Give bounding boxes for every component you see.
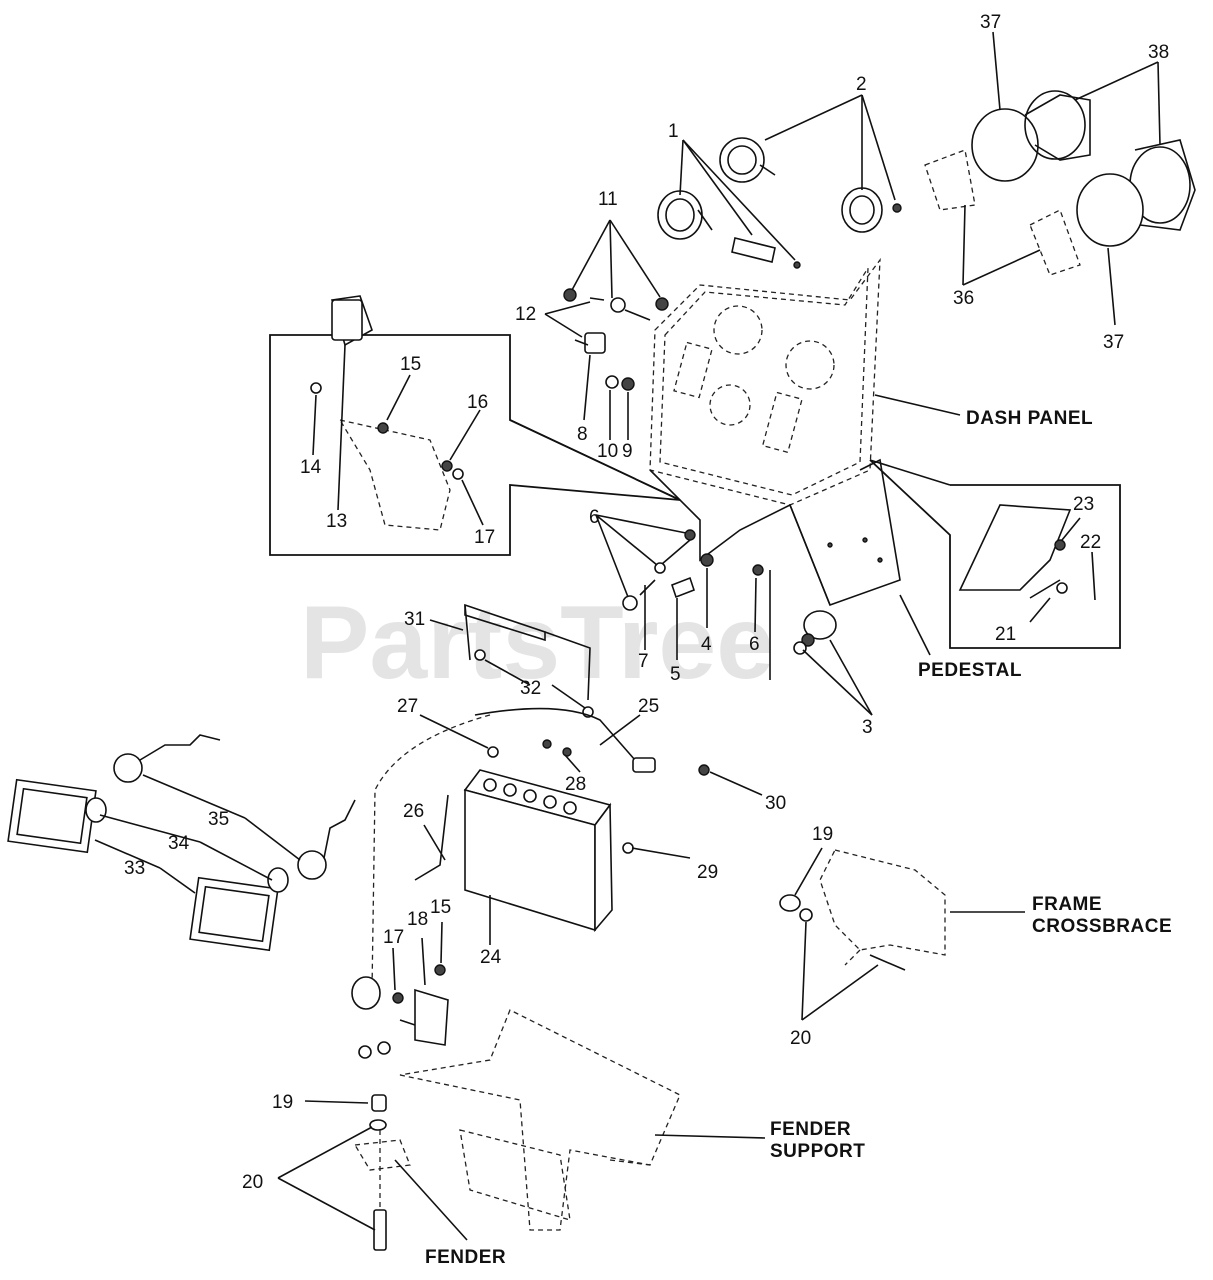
part-22: 22	[1080, 532, 1101, 553]
part-14: 14	[300, 457, 322, 478]
part-33: 33	[124, 858, 145, 879]
part-15-inset: 15	[400, 354, 421, 375]
part-20-lower: 20	[242, 1172, 263, 1193]
part-2: 2	[856, 74, 867, 95]
switch-parts	[563, 288, 669, 391]
battery	[463, 769, 613, 933]
part-27: 27	[397, 696, 418, 717]
frame-crossbrace	[779, 849, 946, 971]
part-18: 18	[407, 909, 428, 930]
part-6-bottom: 6	[749, 634, 760, 655]
label-frame: FRAME	[1032, 894, 1102, 915]
part-6-top: 6	[589, 507, 600, 528]
light-switch-3	[769, 570, 837, 680]
part-13: 13	[326, 511, 347, 532]
part-17-lower: 17	[383, 927, 404, 948]
part-37-bottom: 37	[1103, 332, 1124, 353]
gauge-2-left	[719, 137, 776, 183]
cables	[371, 707, 710, 991]
part-3: 3	[862, 717, 873, 738]
inset-right	[869, 459, 1121, 649]
gauge-bracket	[731, 237, 801, 269]
part-20-right: 20	[790, 1028, 811, 1049]
part-29: 29	[697, 862, 718, 883]
battery-hold-down	[464, 603, 594, 718]
solenoid	[351, 964, 449, 1059]
headlights	[7, 734, 356, 952]
part-9: 9	[622, 441, 633, 462]
part-15-lower: 15	[430, 897, 451, 918]
part-5: 5	[670, 664, 681, 685]
inset-left	[269, 295, 681, 556]
part-31: 31	[404, 609, 425, 630]
part-34: 34	[168, 833, 190, 854]
part-19-lower: 19	[272, 1092, 293, 1113]
part-21: 21	[995, 624, 1016, 645]
part-37-top: 37	[980, 12, 1001, 33]
part-32: 32	[520, 678, 541, 699]
part-4: 4	[701, 634, 712, 655]
part-10: 10	[597, 441, 618, 462]
watermark: PartsTree	[300, 585, 774, 701]
label-fender-support-1: FENDER	[770, 1119, 851, 1140]
part-7: 7	[638, 651, 649, 672]
leader-lines	[94, 31, 1161, 1241]
part-23: 23	[1073, 494, 1094, 515]
part-36: 36	[953, 288, 974, 309]
part-11: 11	[598, 189, 618, 210]
part-28: 28	[565, 774, 586, 795]
label-crossbrace: CROSSBRACE	[1032, 916, 1172, 937]
part-8: 8	[577, 424, 588, 445]
headlight-parts-top	[924, 90, 1196, 276]
part-12: 12	[515, 304, 536, 325]
label-pedestal: PEDESTAL	[918, 660, 1022, 681]
part-25: 25	[638, 696, 659, 717]
component-labels: DASH PANEL PEDESTAL FRAME CROSSBRACE FEN…	[425, 408, 1172, 1268]
gauge-2-right	[841, 187, 902, 233]
fender-support	[399, 1009, 681, 1231]
label-fender-support-2: SUPPORT	[770, 1141, 865, 1162]
fender-bracket	[353, 1094, 411, 1251]
part-26: 26	[403, 801, 424, 822]
part-38: 38	[1148, 42, 1169, 63]
ignition-parts	[622, 529, 764, 611]
part-16: 16	[467, 392, 488, 413]
part-numbers: 1 2 3 4 5 6 6 7 8 9 10 11 12 13 14 15 15…	[124, 12, 1169, 1193]
part-30: 30	[765, 793, 786, 814]
part-24: 24	[480, 947, 502, 968]
hour-meter-gauge	[657, 190, 713, 240]
part-1: 1	[668, 121, 679, 142]
dash-panel-drawing	[649, 257, 881, 506]
part-35: 35	[208, 809, 229, 830]
part-19-right: 19	[812, 824, 833, 845]
label-dash-panel: DASH PANEL	[966, 408, 1093, 429]
label-fender: FENDER	[425, 1247, 506, 1268]
pedestal-drawing	[649, 458, 901, 607]
part-17-inset: 17	[474, 527, 495, 548]
